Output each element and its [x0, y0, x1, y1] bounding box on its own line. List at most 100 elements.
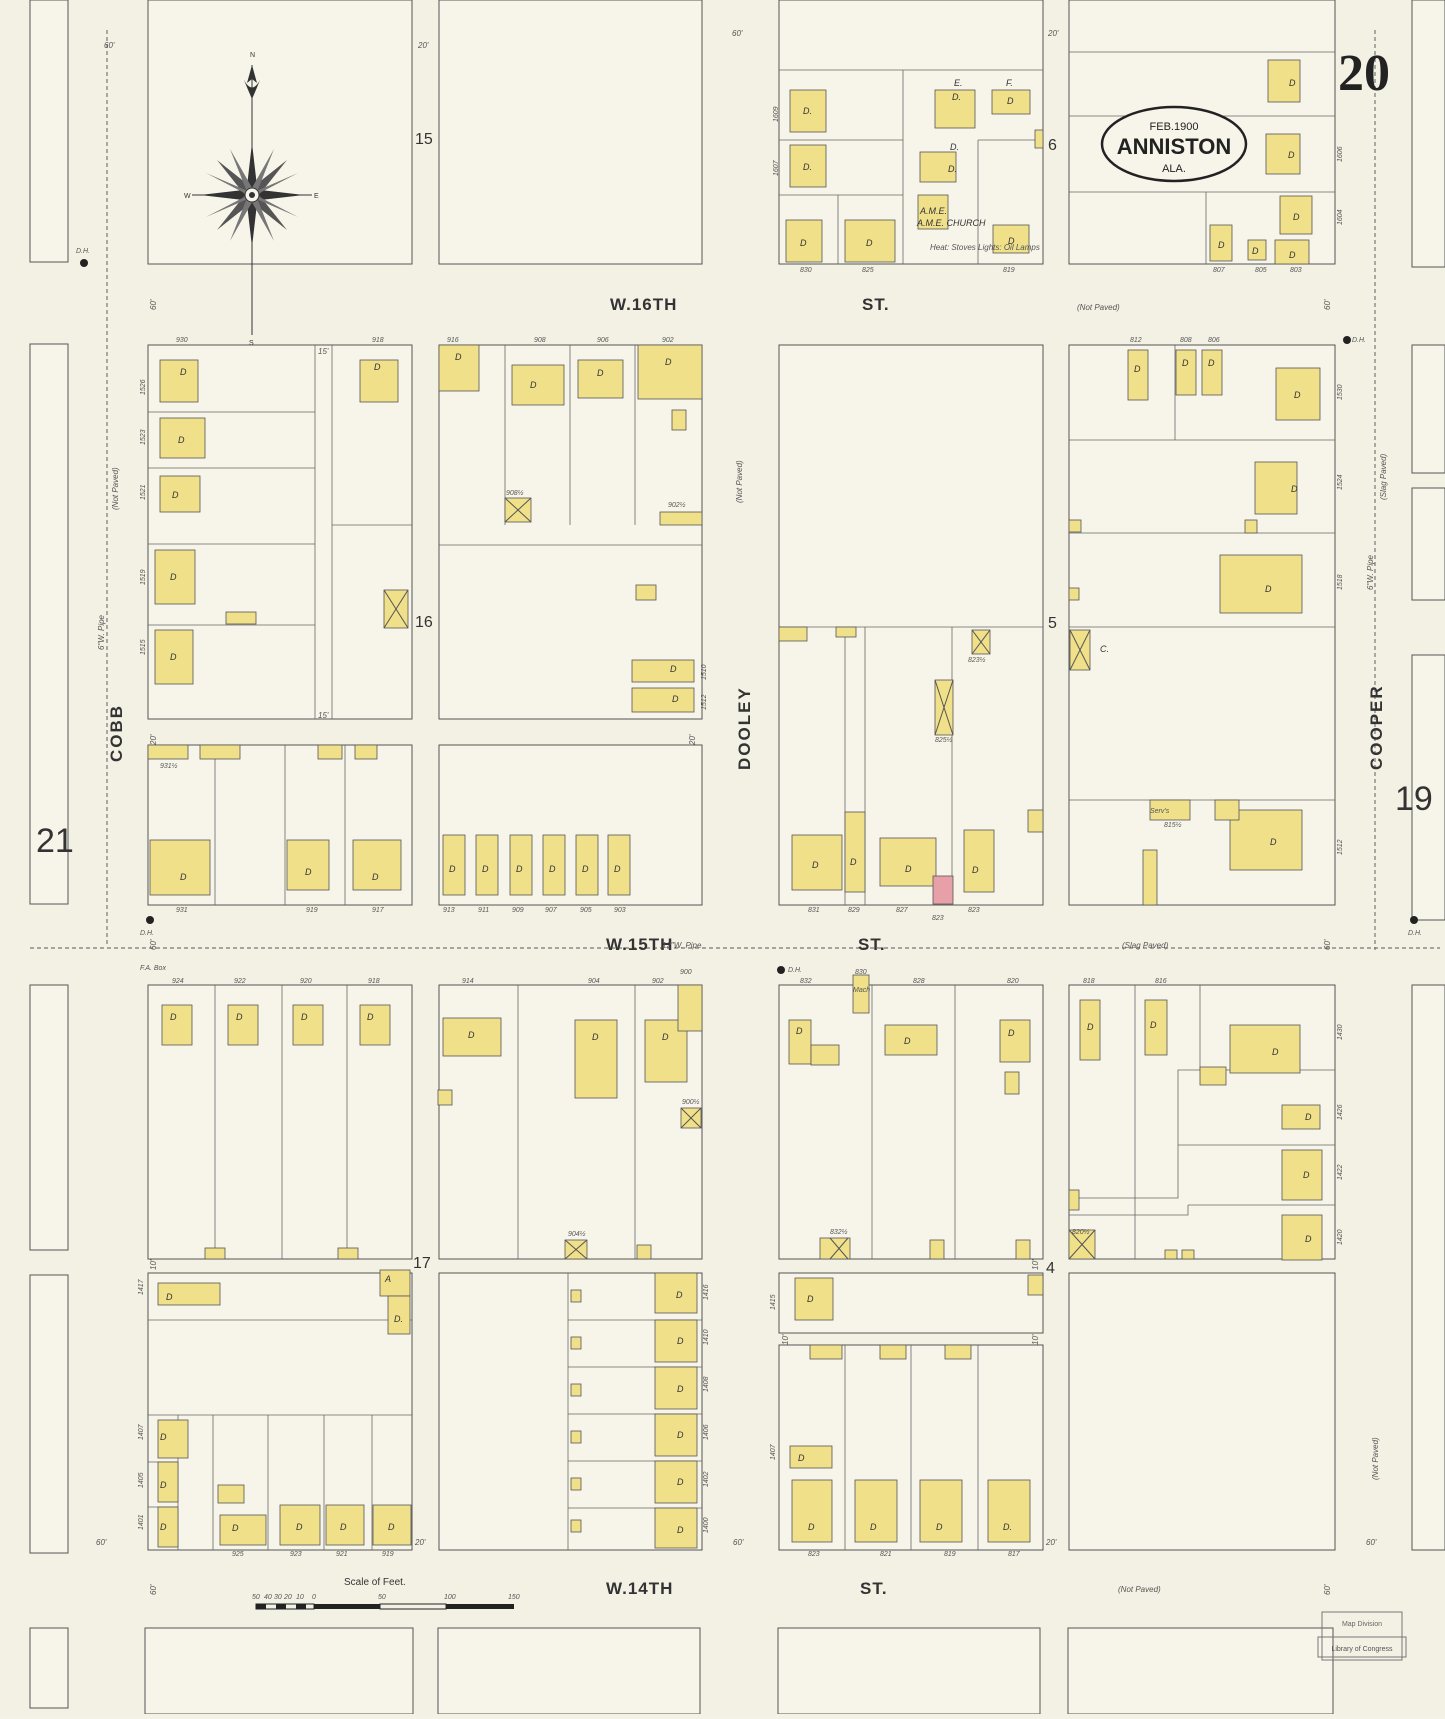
- svg-text:D: D: [798, 1453, 805, 1463]
- svg-text:20': 20': [688, 734, 697, 746]
- street-width-marks: 60' 20' 60' 20' 60' 60' 15' 15' 20' 20' …: [96, 29, 1377, 1595]
- svg-text:919: 919: [306, 907, 318, 914]
- svg-text:D: D: [800, 238, 807, 248]
- svg-text:D: D: [468, 1030, 475, 1040]
- svg-text:20': 20': [417, 41, 429, 50]
- svg-text:D.: D.: [1003, 1522, 1012, 1532]
- church-note: Heat: Stoves Lights: Oil Lamps: [930, 243, 1040, 252]
- svg-text:Scale of Feet.: Scale of Feet.: [344, 1577, 406, 1588]
- svg-text:D: D: [170, 572, 177, 582]
- street-cobb: COBB: [107, 704, 126, 762]
- svg-text:1407: 1407: [138, 1423, 145, 1440]
- scale-bar: Scale of Feet. 50 40 30 20 10 0 50 100 1…: [252, 1577, 520, 1610]
- block-6-labels: D. D. D D D. D D. D E. F. D. A.M.E. A.M.…: [800, 78, 1040, 252]
- svg-text:C.: C.: [1100, 644, 1109, 654]
- svg-text:60': 60': [732, 29, 743, 38]
- svg-text:1420: 1420: [1337, 1229, 1344, 1245]
- svg-text:D: D: [1007, 96, 1014, 106]
- svg-text:829: 829: [848, 907, 860, 914]
- svg-text:931½: 931½: [160, 762, 178, 770]
- svg-text:1519: 1519: [140, 569, 147, 585]
- svg-text:100: 100: [444, 1594, 456, 1601]
- svg-text:918: 918: [372, 337, 384, 344]
- hydrant-markers: D.H. D.H. D.H. D.H. D.H. F.A. Box: [76, 248, 1422, 974]
- svg-text:60': 60': [1366, 1538, 1377, 1547]
- svg-text:922: 922: [234, 978, 246, 985]
- church-label: A.M.E. CHURCH: [916, 218, 986, 228]
- svg-text:D: D: [449, 864, 456, 874]
- note-not-paved-dooley: (Not Paved): [735, 460, 744, 503]
- svg-text:D: D: [1182, 358, 1189, 368]
- svg-text:1401: 1401: [138, 1514, 145, 1530]
- block-17-mid-lots: D D D: [437, 984, 703, 1260]
- block-number-6: 6: [1048, 137, 1057, 154]
- svg-text:60': 60': [96, 1538, 107, 1547]
- block-5: [778, 344, 1044, 906]
- library-of-congress-stamp: Map Division Library of Congress: [1317, 1611, 1407, 1661]
- svg-text:906: 906: [597, 337, 609, 344]
- svg-text:Mach: Mach: [853, 987, 870, 994]
- svg-text:900: 900: [680, 969, 692, 976]
- svg-text:D.: D.: [950, 142, 959, 152]
- svg-text:1405: 1405: [138, 1472, 145, 1488]
- block-6-lots: [779, 69, 1044, 264]
- svg-text:D: D: [614, 864, 621, 874]
- street-w15-st: ST.: [858, 935, 886, 954]
- svg-text:D: D: [305, 867, 312, 877]
- svg-text:909: 909: [512, 907, 524, 914]
- svg-text:D.H.: D.H.: [140, 930, 154, 937]
- street-w15: W.15TH: [606, 935, 673, 954]
- block-16-south-mid-row: D D D D D D: [442, 834, 631, 896]
- svg-text:D: D: [592, 1032, 599, 1042]
- svg-text:D: D: [1272, 1047, 1279, 1057]
- block-number-16: 16: [415, 614, 433, 631]
- svg-text:D: D: [1293, 212, 1300, 222]
- svg-text:931: 931: [176, 907, 188, 914]
- note-not-paved-16: (Not Paved): [1077, 303, 1120, 312]
- note-slag-paved-15: (Slag Paved): [1122, 941, 1169, 950]
- svg-text:D: D: [516, 864, 523, 874]
- svg-text:D: D: [597, 368, 604, 378]
- svg-text:D: D: [388, 1522, 395, 1532]
- svg-text:D: D: [676, 1290, 683, 1300]
- svg-text:D: D: [367, 1012, 374, 1022]
- svg-text:1430: 1430: [1337, 1024, 1344, 1040]
- svg-text:D: D: [665, 357, 672, 367]
- block-number-4: 4: [1046, 1260, 1055, 1277]
- street-w16: W.16TH: [610, 295, 677, 314]
- svg-text:817: 817: [1008, 1551, 1021, 1558]
- svg-text:D: D: [677, 1477, 684, 1487]
- block-17-mid-south: [438, 1272, 703, 1551]
- svg-text:815½: 815½: [1164, 821, 1182, 829]
- svg-text:20': 20': [1045, 1538, 1057, 1547]
- svg-text:1512: 1512: [701, 694, 708, 710]
- svg-text:20: 20: [283, 1594, 292, 1601]
- block-16-west-lots: D D D D D D: [148, 345, 412, 719]
- svg-text:D: D: [582, 864, 589, 874]
- block-16-mid-lots: D D D D D D: [438, 344, 703, 713]
- svg-text:823: 823: [968, 907, 980, 914]
- svg-text:N: N: [250, 52, 255, 59]
- svg-text:1609: 1609: [773, 106, 780, 122]
- svg-text:60': 60': [149, 299, 158, 310]
- svg-text:1521: 1521: [140, 484, 147, 500]
- svg-text:919: 919: [382, 1551, 394, 1558]
- street-dooley: DOOLEY: [735, 686, 754, 770]
- map-state: ALA.: [1162, 163, 1186, 175]
- svg-text:D: D: [455, 352, 462, 362]
- svg-text:D: D: [530, 380, 537, 390]
- store-pink-building: [932, 875, 954, 905]
- svg-text:807: 807: [1213, 267, 1226, 274]
- title-cartouche: FEB.1900 ANNISTON ALA.: [1100, 105, 1248, 183]
- svg-text:1408: 1408: [703, 1376, 710, 1392]
- svg-text:D: D: [1265, 584, 1272, 594]
- svg-text:D: D: [1208, 358, 1215, 368]
- note-not-paved-right: (Not Paved): [1371, 1437, 1380, 1480]
- block-4-south-lots: D D D D D D.: [789, 1274, 1044, 1550]
- street-w16-st: ST.: [862, 295, 890, 314]
- street-w14: W.14TH: [606, 1579, 673, 1598]
- svg-text:823: 823: [808, 1551, 820, 1558]
- block-5-east-lots: D D D D D D D C.: [1068, 345, 1335, 906]
- block-compass: [147, 0, 413, 265]
